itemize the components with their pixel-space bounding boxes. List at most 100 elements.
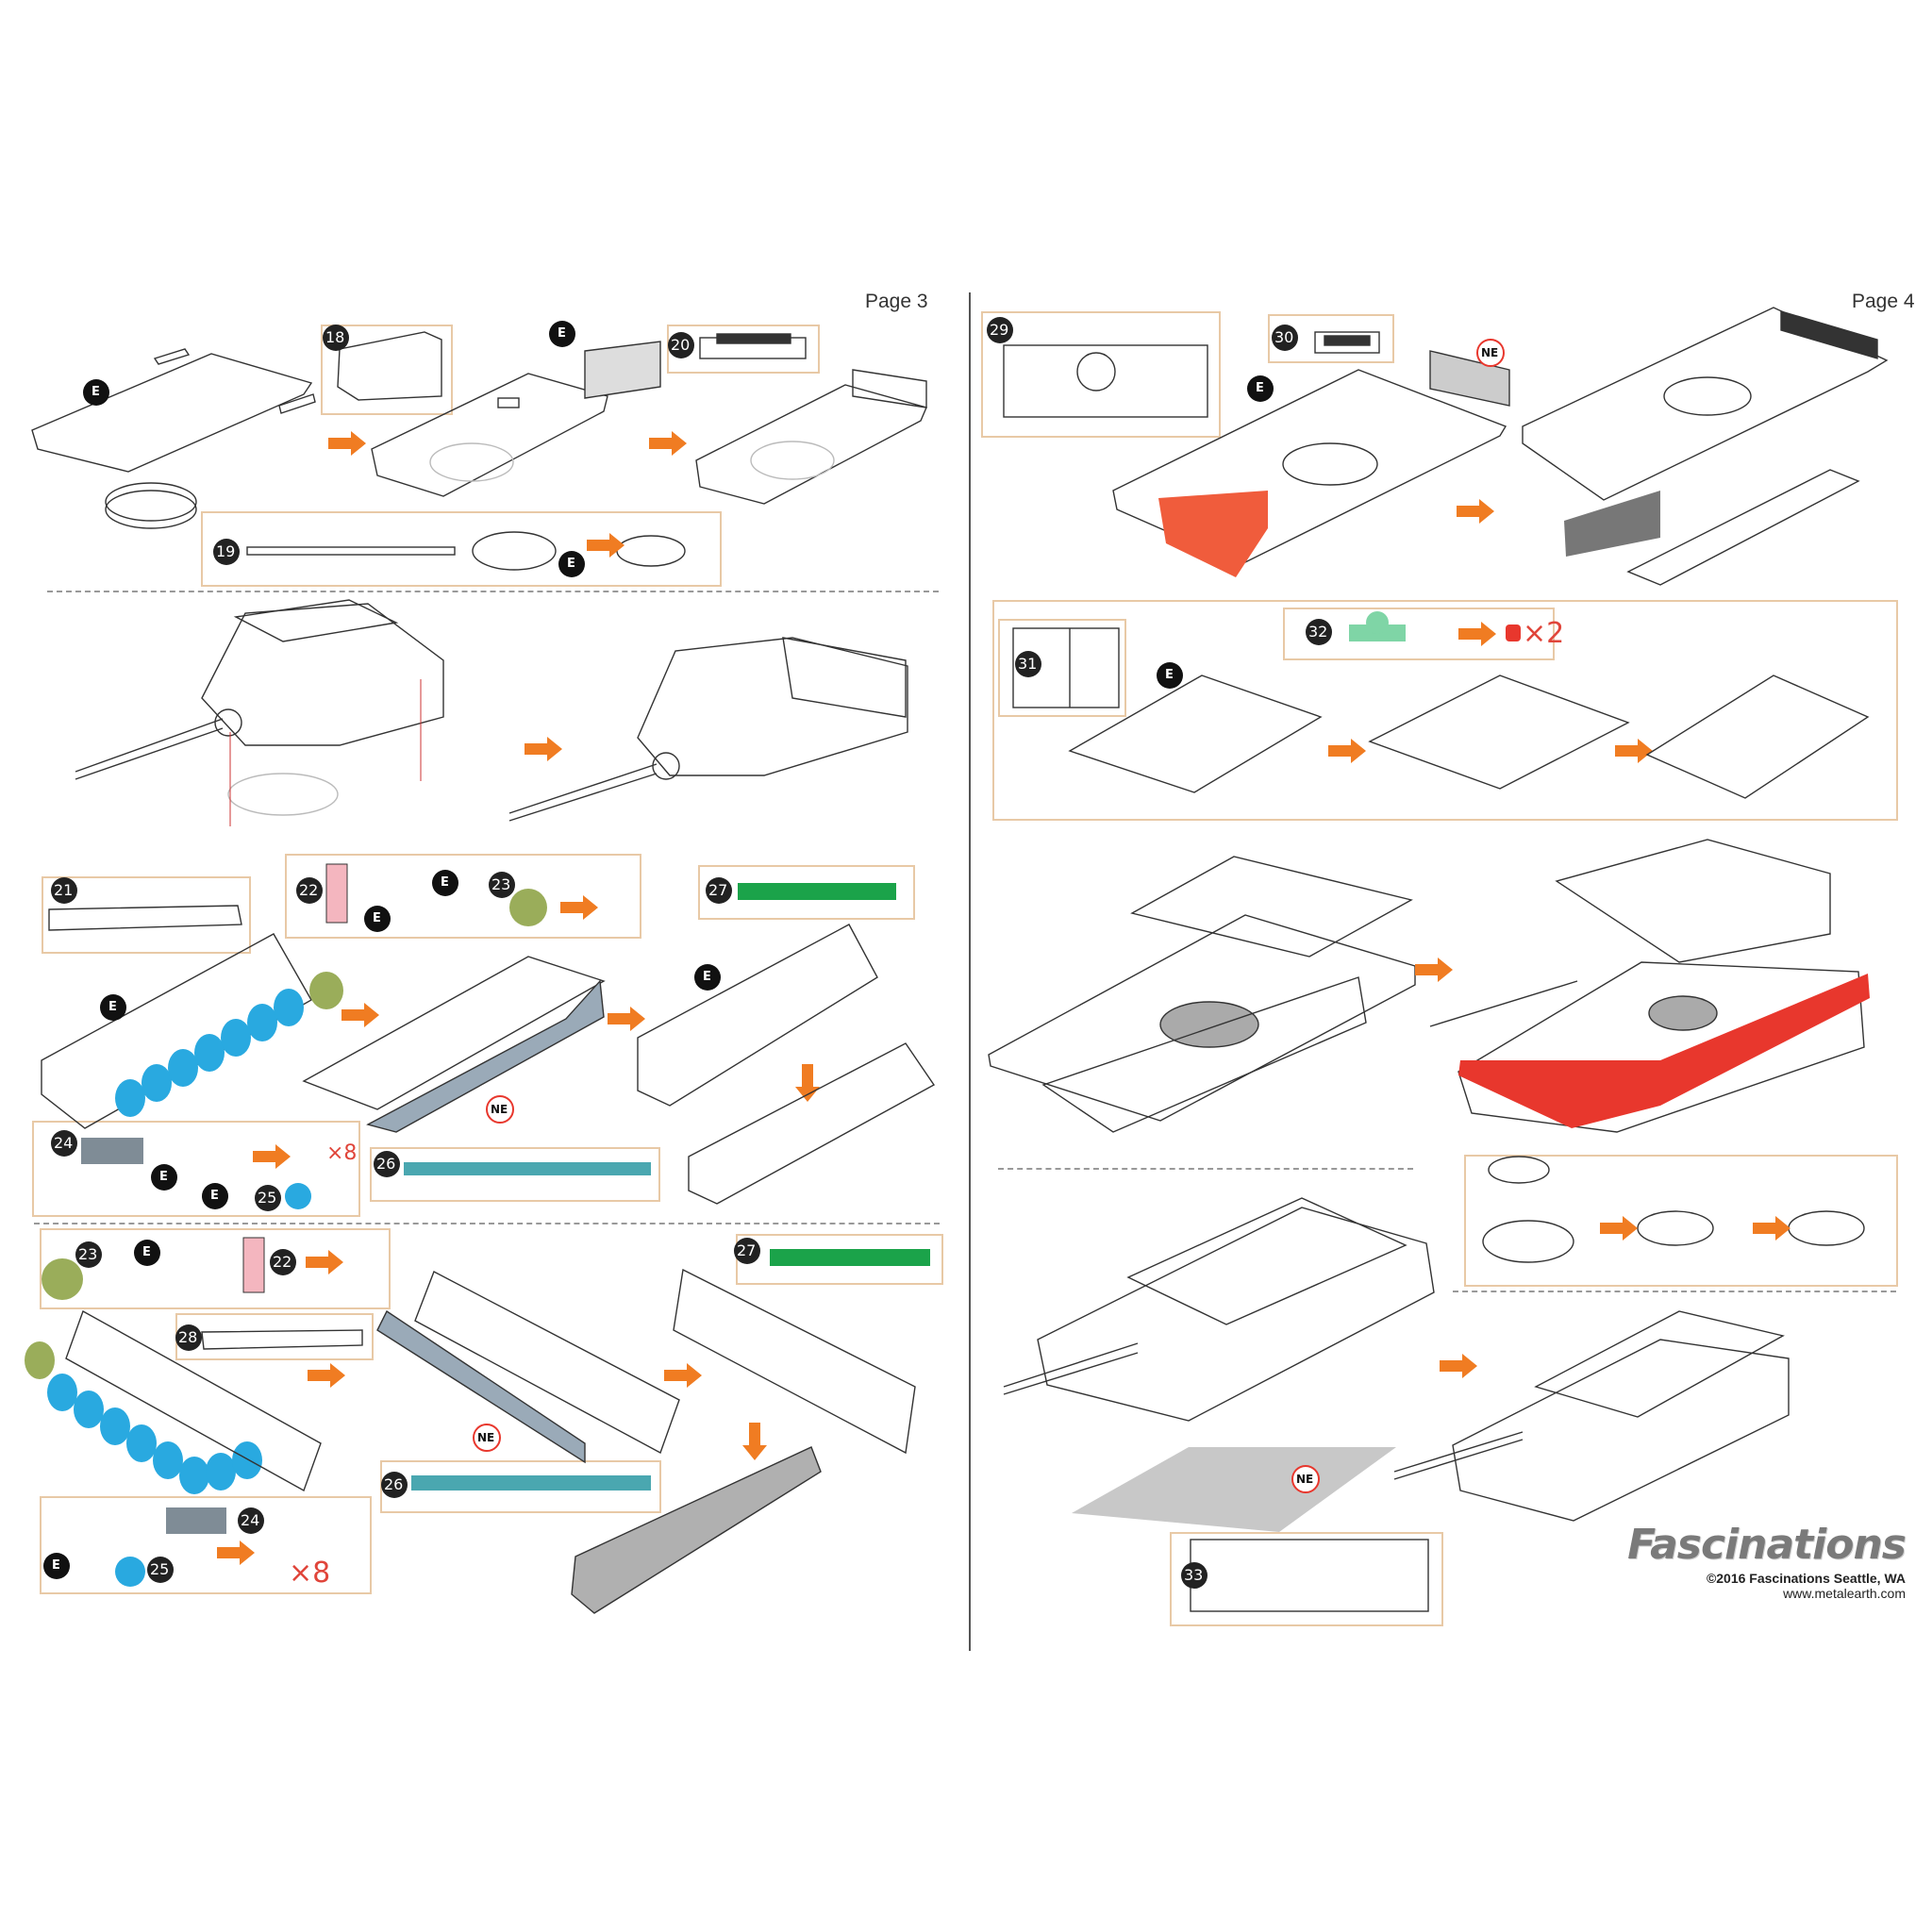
arrow-right xyxy=(1328,739,1366,763)
frame-step31-b xyxy=(1368,675,1630,790)
part-19-strip xyxy=(246,531,686,571)
section-divider xyxy=(34,1223,940,1224)
step-badges xyxy=(51,317,1332,1589)
part-27-green-b xyxy=(770,1249,930,1266)
part-22-pink xyxy=(325,863,348,924)
arrow-right xyxy=(253,1144,291,1169)
brand-block: Fascinations ©2016 Fascinations Seattle,… xyxy=(1623,1521,1907,1601)
part-30-vent xyxy=(1314,331,1380,354)
part-23-gear-b xyxy=(42,1258,83,1300)
part-21-strip xyxy=(48,905,242,931)
part-24-gray xyxy=(81,1138,143,1164)
section-divider xyxy=(47,591,939,592)
ne-badges xyxy=(473,339,1505,1493)
arrow-right xyxy=(1753,1216,1790,1241)
multiplier-x8: ×8 xyxy=(326,1141,358,1165)
arrow-right xyxy=(328,431,366,456)
part-28-strip xyxy=(201,1329,363,1350)
multiplier-x8-b: ×8 xyxy=(289,1557,331,1590)
part-24-gray-b xyxy=(166,1507,226,1534)
part-31-frame xyxy=(1012,627,1120,708)
panel-step-22-23 xyxy=(285,854,641,939)
fender-red xyxy=(1458,974,1870,1128)
part-25-blue-b xyxy=(115,1557,145,1587)
panel-step-31 xyxy=(998,619,1126,717)
turret-assembly-2 xyxy=(508,637,908,822)
part-26-teal-b xyxy=(411,1475,651,1491)
part-20-vent xyxy=(699,333,807,359)
panel-step-32 xyxy=(1283,608,1555,660)
panel-step-30 xyxy=(1268,314,1394,363)
panel-step-19 xyxy=(201,511,722,587)
arrow-right xyxy=(525,737,562,761)
panel-turret-ring xyxy=(1464,1155,1898,1287)
hull-step30 xyxy=(1522,307,1889,586)
arrow-down xyxy=(742,1423,767,1460)
panel-step-33 xyxy=(1170,1532,1443,1626)
arrow-right xyxy=(217,1541,255,1565)
arrow-down xyxy=(795,1064,820,1102)
arrow-right xyxy=(341,1003,379,1027)
panel-step-21 xyxy=(42,876,251,954)
panel-step-26 xyxy=(370,1147,660,1202)
track-wheels-assembly-2 xyxy=(376,1271,680,1464)
part-33-plate-shaded xyxy=(1072,1447,1396,1532)
road-wheels-blue-1 xyxy=(115,972,343,1117)
arrow-right xyxy=(1415,958,1453,982)
part-22-pink-b xyxy=(242,1237,265,1293)
arrow-right xyxy=(608,1007,645,1031)
panel-step-18 xyxy=(321,325,453,415)
arrow-right xyxy=(1458,622,1496,646)
arrow-right xyxy=(1457,499,1494,524)
track-complete-2 xyxy=(571,1446,822,1614)
hull-plate-step20 xyxy=(695,369,927,505)
panel-step-27 xyxy=(698,865,915,920)
arrow-right xyxy=(308,1363,345,1388)
panel-step-31-32-outer xyxy=(992,600,1898,821)
panel-step-24-25 xyxy=(32,1121,360,1217)
brand-copyright: ©2016 Fascinations Seattle, WA xyxy=(1706,1571,1906,1586)
frame-step31-c xyxy=(1645,675,1870,799)
turret-assembly-1 xyxy=(75,599,444,826)
part-32-green-knob xyxy=(1366,611,1389,634)
tank-final-b xyxy=(1393,1310,1790,1522)
track-complete-1 xyxy=(688,1042,936,1205)
track-frame-left-2 xyxy=(65,1309,322,1492)
hull-assembly-mid xyxy=(988,856,1416,1133)
arrow-right xyxy=(560,895,598,920)
section-divider xyxy=(998,1168,1413,1170)
brand-logo: Fascinations xyxy=(1627,1521,1907,1569)
arrow-right xyxy=(587,533,625,558)
part-32-red-cap xyxy=(1506,625,1521,641)
part-23-gear xyxy=(509,889,547,926)
panel-step-20 xyxy=(667,325,820,374)
e-badges xyxy=(43,321,1274,1579)
track-side-assembly-2 xyxy=(673,1268,916,1455)
part-27-green xyxy=(738,883,896,900)
part-25-blue xyxy=(285,1183,311,1209)
turret-ring-sequence xyxy=(1482,1156,1865,1263)
page-3-label: Page 3 xyxy=(865,291,928,312)
page-divider xyxy=(969,292,971,1651)
tank-final-a xyxy=(1003,1197,1435,1422)
panel-step-23-22-b xyxy=(40,1228,391,1309)
section-divider xyxy=(1453,1291,1896,1292)
arrow-right xyxy=(306,1250,343,1274)
part-18-plate xyxy=(337,331,442,401)
road-wheels-blue-2 xyxy=(25,1341,262,1494)
arrow-right xyxy=(649,431,687,456)
panel-step-24-25-b xyxy=(40,1496,372,1594)
part-26-teal xyxy=(404,1162,651,1175)
panel-step-27-b xyxy=(736,1234,943,1285)
arrow-right xyxy=(1600,1216,1638,1241)
track-wheels-assembly-1 xyxy=(302,956,606,1133)
hull-plate-step19 xyxy=(371,341,661,497)
panel-step-29 xyxy=(981,311,1221,438)
brand-url: www.metalearth.com xyxy=(1783,1586,1906,1601)
part-33-plate xyxy=(1190,1539,1429,1612)
page-4-label: Page 4 xyxy=(1852,291,1915,312)
hull-step29 xyxy=(1112,350,1510,577)
hull-assembly-red xyxy=(1429,839,1865,1133)
part-29-plate xyxy=(1003,344,1208,418)
